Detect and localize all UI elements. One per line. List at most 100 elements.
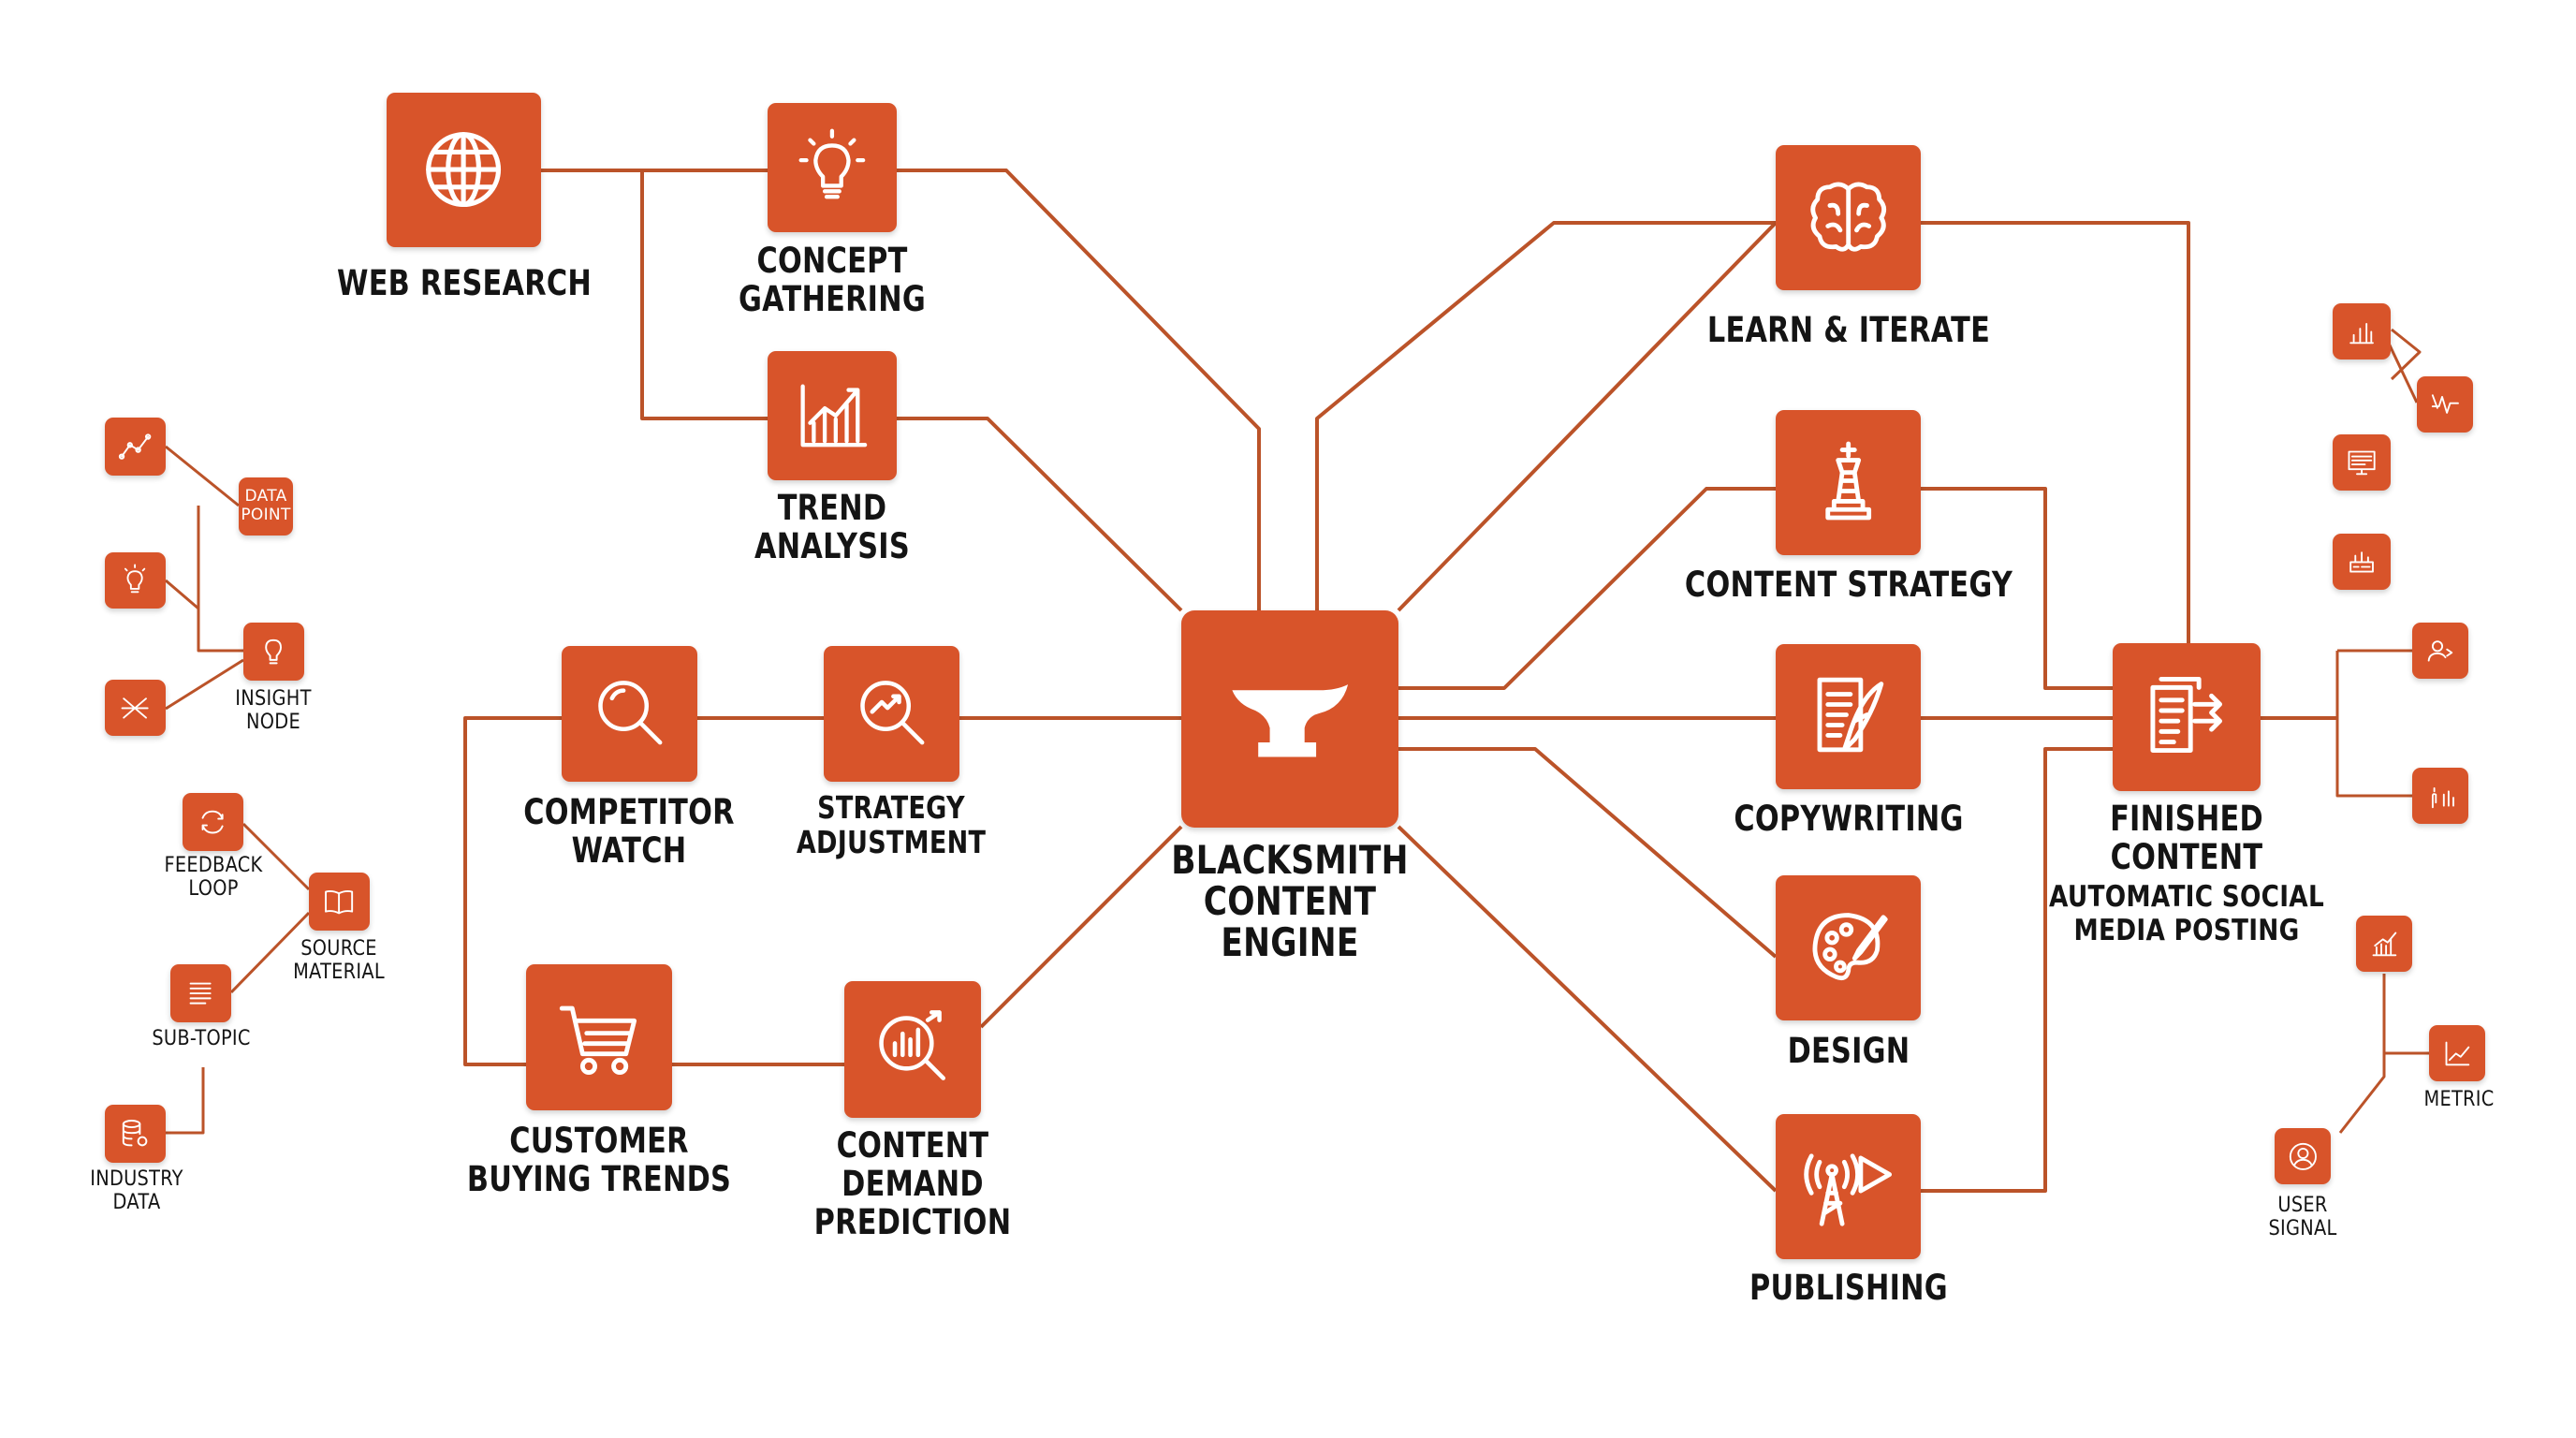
- web-research-node[interactable]: [387, 93, 541, 247]
- competitor-watch-node[interactable]: [562, 646, 697, 782]
- finished-content-node[interactable]: [2113, 643, 2261, 791]
- content-strategy-node[interactable]: [1776, 410, 1921, 555]
- list-icon: [189, 982, 212, 1005]
- line-chart-icon: [2445, 1041, 2469, 1065]
- bar-chart-up-icon: [800, 384, 868, 448]
- insight-node[interactable]: [243, 623, 304, 681]
- publishing-label: PUBLISHING: [1749, 1268, 1948, 1308]
- lightbulb-icon: [798, 128, 866, 199]
- wire-hub-to-publishing: [1397, 825, 1778, 1193]
- open-book-icon: [325, 889, 354, 915]
- user-profile-mini-node[interactable]: [2412, 623, 2468, 679]
- industry-data-node[interactable]: [105, 1105, 166, 1163]
- crossed-lines-icon: [121, 697, 150, 719]
- anvil-icon: [1232, 683, 1348, 757]
- sub-topic-label: SUB-TOPIC: [152, 1027, 251, 1050]
- cross-mini-node[interactable]: [105, 680, 166, 736]
- line-chart-icon: [119, 433, 152, 460]
- copywriting-label: COPYWRITING: [1734, 799, 1964, 839]
- wire-demand-to-hub: [979, 825, 1183, 1029]
- pulse-mini-node[interactable]: [2417, 376, 2473, 433]
- bar-chart-icon: [2349, 322, 2374, 344]
- monitor-icon: [2348, 450, 2376, 475]
- wire-cluster-b2: [229, 911, 311, 994]
- wire-strategy-to-finished: [1921, 487, 2113, 690]
- wire-competitor-loop: [463, 716, 562, 1066]
- trend-analysis-node[interactable]: [768, 351, 897, 480]
- lightbulb-icon: [124, 564, 146, 593]
- wire-cluster-a1: [165, 445, 240, 507]
- publishing-node[interactable]: [1776, 1114, 1921, 1259]
- bulb-outline-icon: [265, 638, 283, 665]
- blacksmith-hub-node[interactable]: [1181, 610, 1398, 828]
- growth-chart-icon: [2372, 932, 2396, 956]
- web-research-label: WEB RESEARCH: [336, 263, 593, 303]
- documents-arrows-icon: [2150, 677, 2223, 754]
- document-quill-icon: [1817, 677, 1884, 753]
- wire-trend-to-hub: [897, 417, 1183, 612]
- feedback-loop-node[interactable]: [183, 793, 243, 851]
- refresh-icon: [201, 810, 225, 834]
- learn-iterate-label: LEARN & ITERATE: [1706, 310, 1991, 350]
- wire-hub-to-learn: [1315, 221, 1776, 610]
- broadcast-tower-icon: [1804, 1153, 1892, 1226]
- wire-cluster-c1: [2390, 328, 2422, 381]
- hand-chart-icon: [2431, 786, 2454, 808]
- sub-topic-node[interactable]: [170, 964, 231, 1022]
- wire-cluster-d1: [2338, 974, 2386, 1134]
- content-demand-prediction-node[interactable]: [844, 981, 981, 1118]
- palette-icon: [1812, 912, 1888, 980]
- wire-out-user-node: [2335, 651, 2412, 798]
- learn-iterate-node[interactable]: [1776, 145, 1921, 290]
- globe-icon: [426, 132, 502, 208]
- content-strategy-label: CONTENT STRATEGY: [1684, 565, 2013, 605]
- customer-buying-trends-node[interactable]: [526, 964, 672, 1110]
- wire-cluster-b1: [242, 822, 311, 891]
- user-circle-icon: [2289, 1142, 2317, 1170]
- wire-hub-to-strategy: [1398, 487, 1776, 690]
- concept-gathering-node[interactable]: [768, 103, 897, 232]
- wire-learn-to-finished: [1921, 221, 2190, 643]
- brain-icon: [1810, 182, 1886, 252]
- trend-line-mini-node[interactable]: [105, 418, 166, 476]
- growth-chart-mini-node[interactable]: [2356, 916, 2412, 972]
- wire-cluster-a3: [165, 579, 199, 610]
- wire-cluster-b3: [166, 1067, 205, 1135]
- wire-hub-to-design: [1398, 747, 1778, 959]
- search-trend-icon: [860, 681, 925, 745]
- shopping-cart-icon: [559, 1005, 637, 1075]
- copywriting-node[interactable]: [1776, 644, 1921, 789]
- idea-mini-node[interactable]: [105, 552, 166, 609]
- dashboard-mini-node[interactable]: [2333, 434, 2391, 491]
- wire-publishing-to-finished: [1921, 747, 2113, 1193]
- strategy-adjustment-node[interactable]: [824, 646, 959, 782]
- engagement-mini-node[interactable]: [2412, 768, 2468, 824]
- magnifier-icon: [598, 681, 663, 745]
- database-gear-icon: [123, 1119, 148, 1147]
- analytics-magnifier-icon: [879, 1010, 946, 1081]
- stats-mini-node[interactable]: [2333, 534, 2391, 590]
- chess-king-icon: [1825, 441, 1871, 521]
- user-arrow-icon: [2427, 639, 2452, 662]
- stats-icon: [2349, 550, 2374, 573]
- metric-node[interactable]: [2429, 1025, 2485, 1081]
- metric-label: METRIC: [2423, 1088, 2495, 1111]
- design-node[interactable]: [1776, 875, 1921, 1020]
- design-label: DESIGN: [1787, 1031, 1910, 1071]
- source-material-node[interactable]: [309, 873, 370, 931]
- user-signal-node[interactable]: [2275, 1128, 2331, 1184]
- wire-web-research-to-trend: [640, 170, 768, 420]
- bar-chart-mini-node[interactable]: [2333, 303, 2391, 360]
